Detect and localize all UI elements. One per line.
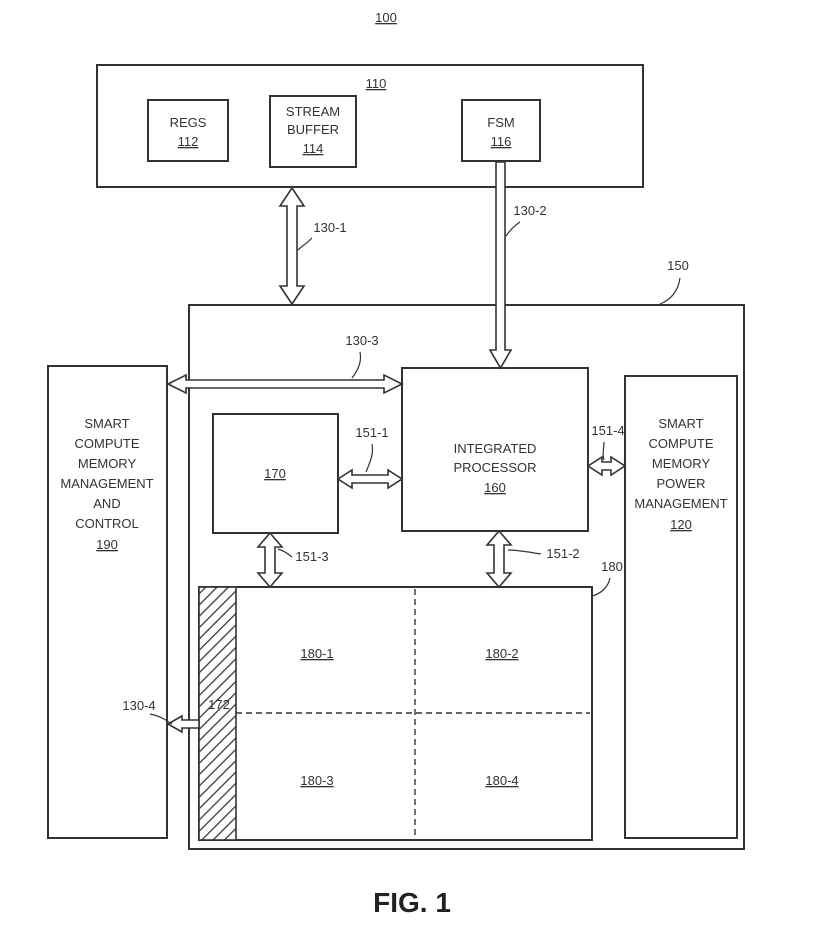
block-160-ref: 160 <box>484 480 506 495</box>
link-130-3-leader <box>351 351 362 379</box>
block-150-ref: 150 <box>667 258 689 273</box>
link-151-1-leader <box>365 443 374 473</box>
block-120-line-5: MANAGEMENT <box>634 496 727 511</box>
block-120 <box>624 375 738 839</box>
memory-180-ref: 180 <box>601 559 623 574</box>
link-130-4-label: 130-4 <box>122 698 155 713</box>
block-170 <box>212 413 339 534</box>
block-120-line-3: MEMORY <box>652 456 711 471</box>
quadrant-180-3: 180-3 <box>300 773 333 788</box>
quadrant-180-1: 180-1 <box>300 646 333 661</box>
link-151-4-label: 151-4 <box>591 423 624 438</box>
block-110-ref: 110 <box>366 76 387 91</box>
block-190 <box>47 365 168 839</box>
link-151-3-arrow <box>256 531 284 589</box>
stream-buffer-box <box>269 95 357 168</box>
strip-172-ref: 172 <box>208 697 230 712</box>
link-130-1-label: 130-1 <box>313 220 346 235</box>
link-151-4-arrow <box>586 455 627 477</box>
block-160 <box>401 367 589 532</box>
stream-buffer-ref: 114 <box>303 141 324 156</box>
fsm-box <box>461 99 541 162</box>
figure-caption: FIG. 1 <box>373 887 451 918</box>
block-190-line-6: CONTROL <box>75 516 139 531</box>
memory-180-leader <box>591 577 611 597</box>
block-160-line-2: PROCESSOR <box>453 460 536 475</box>
block-190-ref: 190 <box>96 537 118 552</box>
link-151-4-leader <box>602 441 605 461</box>
stream-buffer-label-2: BUFFER <box>287 122 339 137</box>
link-151-2-label: 151-2 <box>546 546 579 561</box>
link-130-1-arrow <box>278 186 306 306</box>
block-190-line-4: MANAGEMENT <box>60 476 153 491</box>
block-170-ref: 170 <box>264 466 286 481</box>
fsm-ref: 116 <box>491 134 512 149</box>
link-130-2-arrow <box>488 161 513 370</box>
link-130-2-leader <box>505 221 521 237</box>
stream-buffer-label-1: STREAM <box>286 104 340 119</box>
block-190-line-1: SMART <box>84 416 129 431</box>
block-150-leader <box>659 277 681 305</box>
link-151-2-arrow <box>485 529 513 589</box>
block-160-line-1: INTEGRATED <box>454 441 537 456</box>
block-120-line-1: SMART <box>658 416 703 431</box>
block-120-ref: 120 <box>670 517 692 532</box>
block-120-line-4: POWER <box>656 476 705 491</box>
link-151-2-leader <box>507 549 542 555</box>
quadrant-180-4: 180-4 <box>485 773 518 788</box>
block-120-line-2: COMPUTE <box>649 436 714 451</box>
link-130-3-label: 130-3 <box>345 333 378 348</box>
regs-ref: 112 <box>178 134 199 149</box>
regs-box <box>147 99 229 162</box>
link-151-3-leader <box>277 548 293 558</box>
strip-172 <box>198 586 237 841</box>
link-151-1-label: 151-1 <box>355 425 388 440</box>
quadrant-180-2: 180-2 <box>485 646 518 661</box>
link-130-2-label: 130-2 <box>513 203 546 218</box>
block-190-line-5: AND <box>93 496 120 511</box>
link-151-3-label: 151-3 <box>295 549 328 564</box>
link-130-3-arrow <box>166 373 404 395</box>
regs-label: REGS <box>170 115 207 130</box>
block-190-line-3: MEMORY <box>78 456 137 471</box>
figure-ref: 100 <box>375 10 397 25</box>
link-130-4-arrow <box>166 714 200 734</box>
fsm-label: FSM <box>487 115 514 130</box>
block-190-line-2: COMPUTE <box>75 436 140 451</box>
link-151-1-arrow <box>336 468 404 490</box>
link-130-1-leader <box>297 237 313 251</box>
link-130-4-leader <box>149 713 173 725</box>
